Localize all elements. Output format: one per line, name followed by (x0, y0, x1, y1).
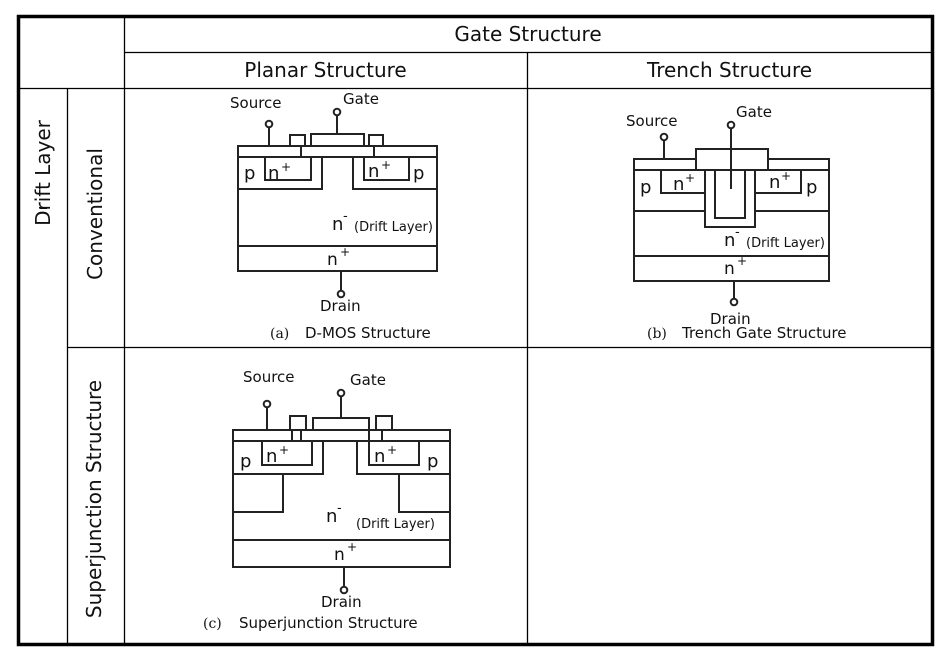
sj-source-terminal (262, 399, 272, 409)
table-outer-border (16, 14, 935, 647)
sj-n-plus-right (368, 441, 420, 466)
trench-n-plus-left (660, 170, 705, 194)
sj-contact-left (289, 415, 307, 431)
dmos-gate-terminal (332, 107, 342, 117)
sj-substrate-plus: + (347, 540, 357, 554)
dmos-plus-right: + (381, 158, 391, 172)
trench-n-plus-right (755, 170, 802, 194)
dmos-p-well-right (352, 157, 437, 190)
sj-plus-right: + (387, 443, 397, 457)
sj-drain-label: Drain (321, 593, 362, 611)
dmos-n-plus-right-label: n (368, 161, 379, 182)
trench-p-right: p (806, 177, 817, 198)
dmos-substrate-n-label: n (327, 250, 338, 270)
trench-drain-label: Drain (710, 310, 751, 328)
sj-p-well-left (233, 441, 324, 475)
sj-contact-right (375, 415, 393, 431)
trench-drift-label: (Drift Layer) (746, 236, 825, 251)
sj-n-plus-right-label: n (374, 446, 385, 467)
dmos-contact-right (368, 134, 384, 147)
dmos-contact-left (289, 134, 306, 147)
trench-gate-label: Gate (736, 103, 772, 121)
trench-n-minus-label: n (724, 230, 735, 251)
sj-substrate-n-label: n (334, 545, 345, 565)
trench-drain-terminal (729, 297, 739, 307)
sj-p-pillar-left (233, 474, 284, 513)
sj-caption-letter: (c) (203, 616, 222, 632)
sj-p-left: p (240, 451, 251, 472)
sj-p-well-right (356, 441, 450, 475)
trench-caption: Trench Gate Structure (681, 324, 847, 342)
dmos-n-plus-right (363, 157, 410, 181)
dmos-caption-letter: (a) (270, 326, 289, 342)
trench-plus-left: + (685, 171, 695, 185)
dmos-source-terminal (264, 119, 274, 129)
dmos-caption: D-MOS Structure (305, 324, 431, 342)
column-header-trench: Trench Structure (646, 58, 813, 82)
dmos-n-plus-left (264, 157, 312, 181)
sj-drain-terminal (339, 585, 349, 595)
sj-plus-left: + (279, 443, 289, 457)
sj-caption: Superjunction Structure (239, 614, 418, 632)
dmos-n-minus-label: n (332, 214, 343, 235)
dmos-gate-label: Gate (343, 90, 379, 108)
dmos-minus-sign: - (343, 209, 348, 224)
trench-source-terminal (659, 132, 669, 142)
sj-gate-terminal (336, 388, 346, 398)
drift-layer-underscore (40, 207, 47, 209)
dmos-substrate-layer (237, 245, 438, 272)
dmos-plus-left: + (281, 160, 291, 174)
trench-substrate-plus: + (737, 254, 747, 268)
sj-p-pillar-right (398, 474, 450, 513)
trench-substrate-n-label: n (724, 259, 735, 279)
trench-gate-terminal (726, 120, 736, 130)
sj-drift-label: (Drift Layer) (356, 517, 435, 532)
sj-p-right: p (427, 451, 438, 472)
trench-source-label: Source (626, 112, 678, 130)
sj-n-minus-label: n (326, 506, 337, 527)
dmos-p-right: p (413, 163, 424, 184)
dmos-substrate-plus: + (340, 245, 350, 259)
trench-n-plus-left-label: n (673, 174, 684, 195)
dmos-drain-label: Drain (320, 297, 361, 315)
sj-n-plus-left (261, 441, 313, 466)
sj-substrate-layer (232, 539, 451, 568)
trench-minus-sign: - (735, 225, 740, 240)
sj-n-plus-left-label: n (266, 446, 277, 467)
sj-gate-oxide (300, 429, 378, 442)
sj-gate-label: Gate (350, 371, 386, 389)
dmos-source-label: Source (230, 94, 282, 112)
sj-gate-electrode (312, 417, 370, 431)
dmos-drift-label: (Drift Layer) (354, 220, 433, 235)
column-header-planar: Planar Structure (244, 58, 407, 82)
trench-plus-right: + (781, 169, 791, 183)
sj-source-label: Source (243, 368, 295, 386)
sj-minus-sign: - (337, 501, 342, 516)
dmos-drain-terminal (336, 289, 346, 299)
trench-n-plus-right-label: n (769, 172, 780, 193)
header-gate-structure: Gate Structure (454, 22, 602, 46)
trench-caption-letter: (b) (647, 326, 667, 342)
sj-via-right (368, 429, 383, 442)
trench-p-left: p (640, 177, 651, 198)
dmos-p-left: p (244, 163, 255, 184)
trench-substrate-layer (633, 255, 830, 282)
dmos-n-plus-left-label: n (268, 163, 279, 184)
sj-via-left (291, 429, 302, 442)
dmos-p-well-left (238, 157, 323, 190)
